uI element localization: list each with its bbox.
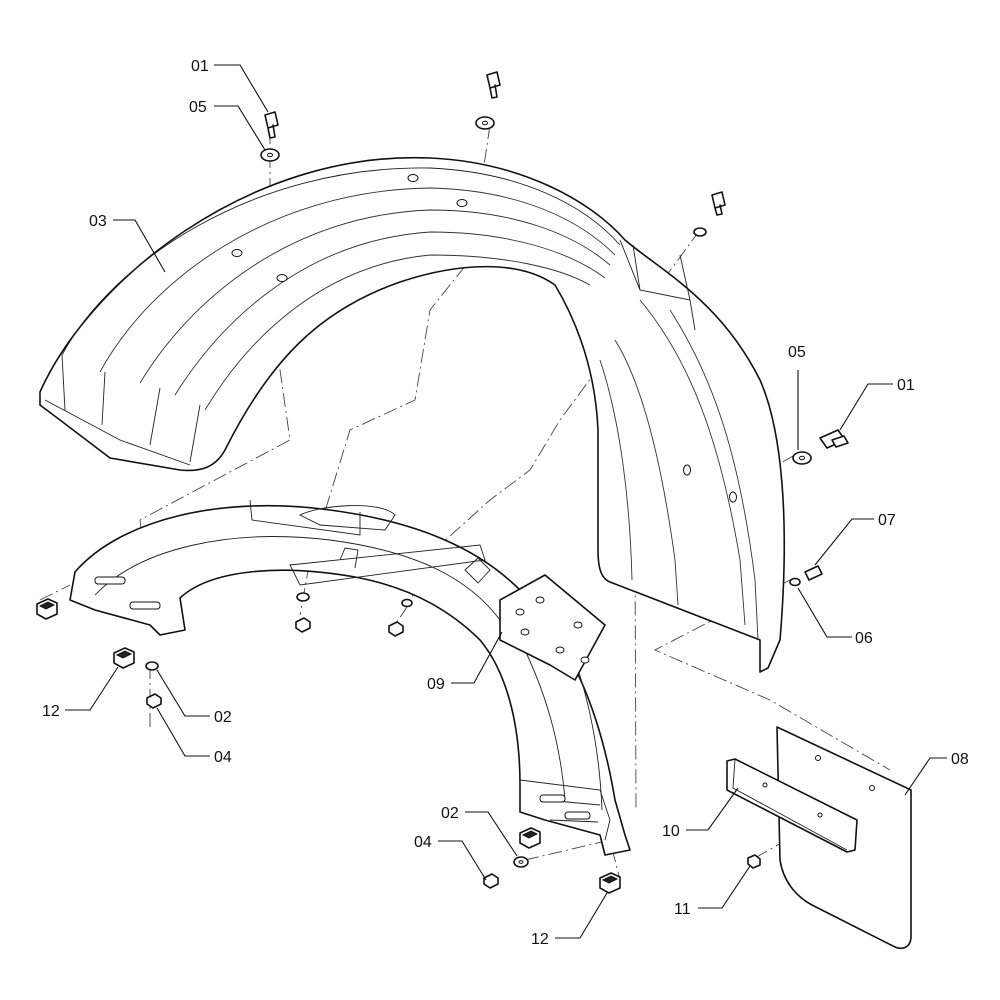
clamp-plate-10 xyxy=(726,758,858,853)
callout-05-top: 05 xyxy=(189,99,207,116)
callout-02-left: 02 xyxy=(214,709,232,726)
callout-labels: 01 05 03 05 01 07 06 09 12 02 04 08 10 0… xyxy=(42,58,969,948)
callout-05-side: 05 xyxy=(788,344,806,361)
callout-12-left: 12 xyxy=(42,703,60,720)
callout-08: 08 xyxy=(951,751,969,768)
callout-04-left: 04 xyxy=(214,749,232,766)
callout-09: 09 xyxy=(427,676,445,693)
callout-10: 10 xyxy=(662,823,680,840)
callout-02-bottom: 02 xyxy=(441,805,459,822)
callout-01-side: 01 xyxy=(897,377,915,394)
callout-04-bottom: 04 xyxy=(414,834,432,851)
callout-06: 06 xyxy=(855,630,873,647)
callout-07: 07 xyxy=(878,512,896,529)
hardware xyxy=(36,71,849,894)
callout-03: 03 xyxy=(89,213,107,230)
callout-12-bottom: 12 xyxy=(531,931,549,948)
bracket-09 xyxy=(69,499,631,856)
callout-11: 11 xyxy=(674,901,691,918)
leader-lines xyxy=(65,64,947,939)
callout-01-top: 01 xyxy=(191,58,209,75)
fender-03 xyxy=(39,156,786,673)
